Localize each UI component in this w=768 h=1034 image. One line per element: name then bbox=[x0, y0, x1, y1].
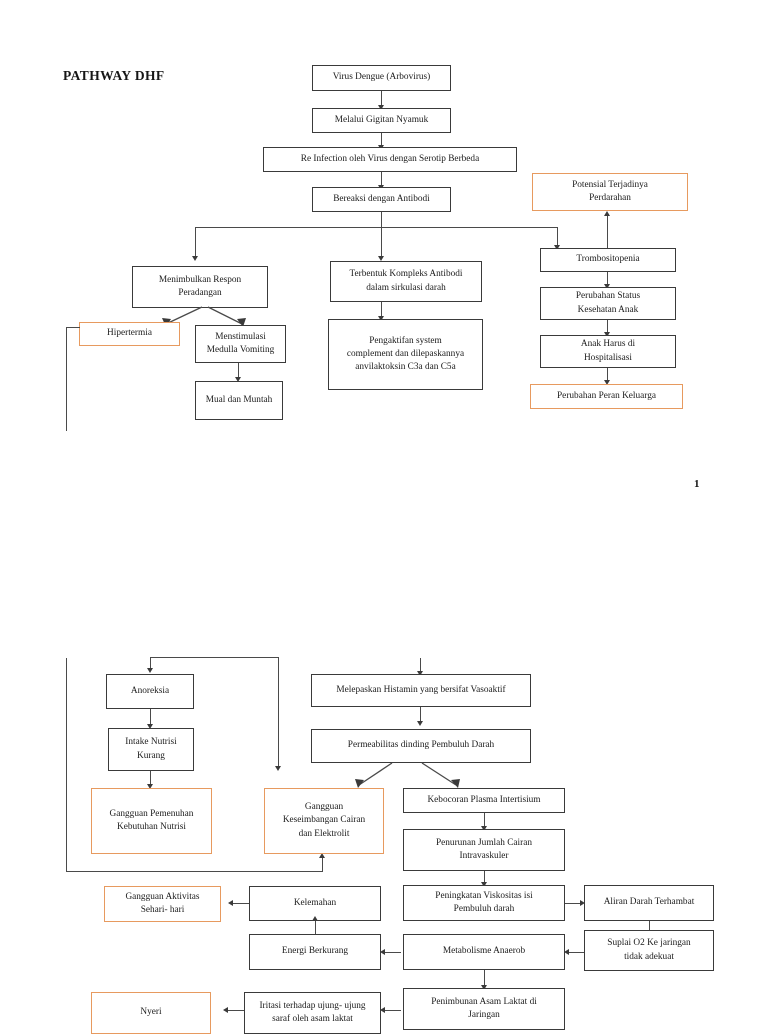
node-penurunan-cairan[interactable]: Penurunan Jumlah Cairan Intravaskuler bbox=[403, 829, 565, 871]
page-title: PATHWAY DHF bbox=[63, 68, 165, 83]
node-perubahan-status[interactable]: Perubahan Status Kesehatan Anak bbox=[540, 287, 676, 320]
node-anak-hospitalisasi[interactable]: Anak Harus di Hospitalisasi bbox=[540, 335, 676, 368]
node-histamin-vasoaktif[interactable]: Melepaskan Histamin yang bersifat Vasoak… bbox=[311, 674, 531, 707]
node-gigitan-nyamuk[interactable]: Melalui Gigitan Nyamuk bbox=[312, 108, 451, 133]
connector-laktat-to-iritasi bbox=[385, 1010, 401, 1012]
arrowhead-energi-berkurang bbox=[380, 948, 385, 955]
connector-kompleks-to-pengaktifan bbox=[381, 302, 383, 318]
connector-into-gangguan-cairan bbox=[322, 858, 324, 872]
node-kompleks-antibodi[interactable]: Terbentuk Kompleks Antibodi dalam sirkul… bbox=[330, 261, 482, 302]
arrowhead-perubahan-status bbox=[603, 284, 610, 289]
connector-medulla-to-mual bbox=[238, 363, 240, 379]
node-energi-berkurang[interactable]: Energi Berkurang bbox=[249, 934, 381, 970]
node-gangguan-cairan[interactable]: Gangguan Keseimbangan Cairan dan Elektro… bbox=[264, 788, 384, 854]
connector-aliran-to-suplai bbox=[649, 921, 651, 933]
connector-left-margin-v bbox=[66, 658, 68, 872]
connector-split-left bbox=[195, 227, 197, 258]
node-re-infection[interactable]: Re Infection oleh Virus dengan Serotip B… bbox=[263, 147, 517, 172]
node-bereaksi-antibodi[interactable]: Bereaksi dengan Antibodi bbox=[312, 187, 451, 212]
node-asam-laktat[interactable]: Penimbunan Asam Laktat di Jaringan bbox=[403, 988, 565, 1030]
connector-energi-to-kelemahan bbox=[315, 921, 317, 934]
arrowhead-iritasi-saraf bbox=[380, 1006, 385, 1013]
connector-kelemahan-to-aktivitas bbox=[233, 903, 250, 905]
node-virus-dengue[interactable]: Virus Dengue (Arbovirus) bbox=[312, 65, 451, 91]
connector-split-mid bbox=[381, 227, 383, 258]
connector-suplai-to-metabolisme bbox=[569, 952, 584, 954]
arrowhead-peningkatan-viskositas bbox=[480, 882, 487, 887]
arrowhead-anoreksia bbox=[146, 668, 153, 673]
connector-left-margin-h bbox=[66, 871, 323, 873]
connector-metabolisme-to-energi bbox=[385, 952, 401, 954]
node-potensial-perdarahan[interactable]: Potensial Terjadinya Perdarahan bbox=[532, 173, 688, 211]
arrowhead-intake-nutrisi bbox=[146, 724, 153, 729]
node-aliran-darah[interactable]: Aliran Darah Terhambat bbox=[584, 885, 714, 921]
page-number: 1 bbox=[694, 478, 700, 490]
node-gangguan-nutrisi[interactable]: Gangguan Pemenuhan Kebutuhan Nutrisi bbox=[91, 788, 212, 854]
node-anoreksia[interactable]: Anoreksia bbox=[106, 674, 194, 709]
node-intake-nutrisi[interactable]: Intake Nutrisi Kurang bbox=[108, 728, 194, 771]
arrowhead-gigitan bbox=[377, 105, 384, 110]
arrowhead-penurunan-cairan bbox=[480, 826, 487, 831]
node-suplai-o2[interactable]: Suplai O2 Ke jaringan tidak adekuat bbox=[584, 930, 714, 971]
connector-trombo-to-status bbox=[607, 272, 609, 285]
connector-metabolisme-to-laktat bbox=[484, 970, 486, 987]
arrowhead-gangguan-nutrisi bbox=[146, 784, 153, 789]
node-kebocoran-plasma[interactable]: Kebocoran Plasma Intertisium bbox=[403, 788, 565, 813]
arrowhead-perubahan-peran bbox=[603, 380, 610, 385]
arrowhead-metabolisme-anaerob bbox=[564, 948, 569, 955]
connector-anoreksia-to-intake bbox=[150, 709, 152, 726]
connector-viskositas-to-aliran bbox=[565, 903, 582, 905]
node-perubahan-peran[interactable]: Perubahan Peran Keluarga bbox=[530, 384, 683, 409]
connector-bus-to-anoreksia bbox=[150, 657, 152, 670]
connector-iritasi-to-nyeri bbox=[228, 1010, 244, 1012]
connector-hipertermia-tail-v bbox=[66, 327, 68, 431]
connector-split-bus bbox=[195, 227, 558, 229]
connector-hospitalisasi-to-peran bbox=[607, 368, 609, 381]
connector-split-right bbox=[557, 227, 559, 247]
node-peningkatan-viskositas[interactable]: Peningkatan Viskositas isi Pembuluh dara… bbox=[403, 885, 565, 921]
arrowhead-nyeri bbox=[223, 1006, 228, 1013]
connector-virus-to-gigitan bbox=[381, 91, 383, 106]
node-pengaktifan-complement[interactable]: Pengaktifan system complement dan dilepa… bbox=[328, 319, 483, 390]
connector-bereaksi-stem bbox=[381, 212, 383, 228]
connector-gigitan-to-reinfection bbox=[381, 133, 383, 146]
arrowhead-respon-peradangan bbox=[191, 256, 198, 261]
connector-penurunan-to-viskositas bbox=[484, 871, 486, 884]
node-nyeri[interactable]: Nyeri bbox=[91, 992, 211, 1034]
connector-bus-to-gangguan-cairan bbox=[278, 657, 280, 768]
node-mual-muntah[interactable]: Mual dan Muntah bbox=[195, 381, 283, 420]
node-respon-peradangan[interactable]: Menimbulkan Respon Peradangan bbox=[132, 266, 268, 308]
node-permeabilitas[interactable]: Permeabilitas dinding Pembuluh Darah bbox=[311, 729, 531, 763]
arrowhead-pengaktifan bbox=[377, 316, 384, 321]
arrowhead-gangguan-cairan-top bbox=[274, 766, 281, 771]
arrowhead-histamin bbox=[416, 671, 423, 676]
connector-permeabilitas-branches bbox=[355, 762, 460, 788]
arrowhead-hospitalisasi bbox=[603, 332, 610, 337]
connector-into-histamin bbox=[420, 658, 422, 672]
arrowhead-trombositopenia bbox=[553, 245, 560, 250]
arrowhead-gangguan-cairan-bottom bbox=[318, 853, 325, 858]
arrowhead-permeabilitas bbox=[416, 721, 423, 726]
node-iritasi-saraf[interactable]: Iritasi terhadap ujung- ujung saraf oleh… bbox=[244, 992, 381, 1034]
arrowhead-asam-laktat bbox=[480, 985, 487, 990]
arrowhead-gangguan-aktivitas bbox=[228, 899, 233, 906]
connector-hipertermia-tail-h bbox=[66, 327, 80, 329]
node-hipertermia[interactable]: Hipertermia bbox=[79, 322, 180, 346]
node-trombositopenia[interactable]: Trombositopenia bbox=[540, 248, 676, 272]
connector-top-bus-section-two bbox=[150, 657, 279, 659]
arrowhead-aliran-darah bbox=[580, 899, 585, 906]
connector-trombo-to-perdarahan bbox=[607, 216, 609, 248]
connector-status-to-hospitalisasi bbox=[607, 320, 609, 333]
connector-reinfection-to-bereaksi bbox=[381, 172, 383, 186]
arrowhead-kelemahan bbox=[311, 916, 318, 921]
arrowhead-kompleks-antibodi bbox=[377, 256, 384, 261]
arrowhead-mual-muntah bbox=[234, 377, 241, 382]
node-metabolisme-anaerob[interactable]: Metabolisme Anaerob bbox=[403, 934, 565, 970]
connector-intake-to-gangguan-nutrisi bbox=[150, 771, 152, 786]
node-medulla-vomiting[interactable]: Menstimulasi Medulla Vomiting bbox=[195, 325, 286, 363]
arrowhead-potensial-perdarahan bbox=[603, 211, 610, 216]
node-gangguan-aktivitas[interactable]: Gangguan Aktivitas Sehari- hari bbox=[104, 886, 221, 922]
connector-kebocoran-to-penurunan bbox=[484, 813, 486, 827]
connector-histamin-to-permeabilitas bbox=[420, 707, 422, 723]
